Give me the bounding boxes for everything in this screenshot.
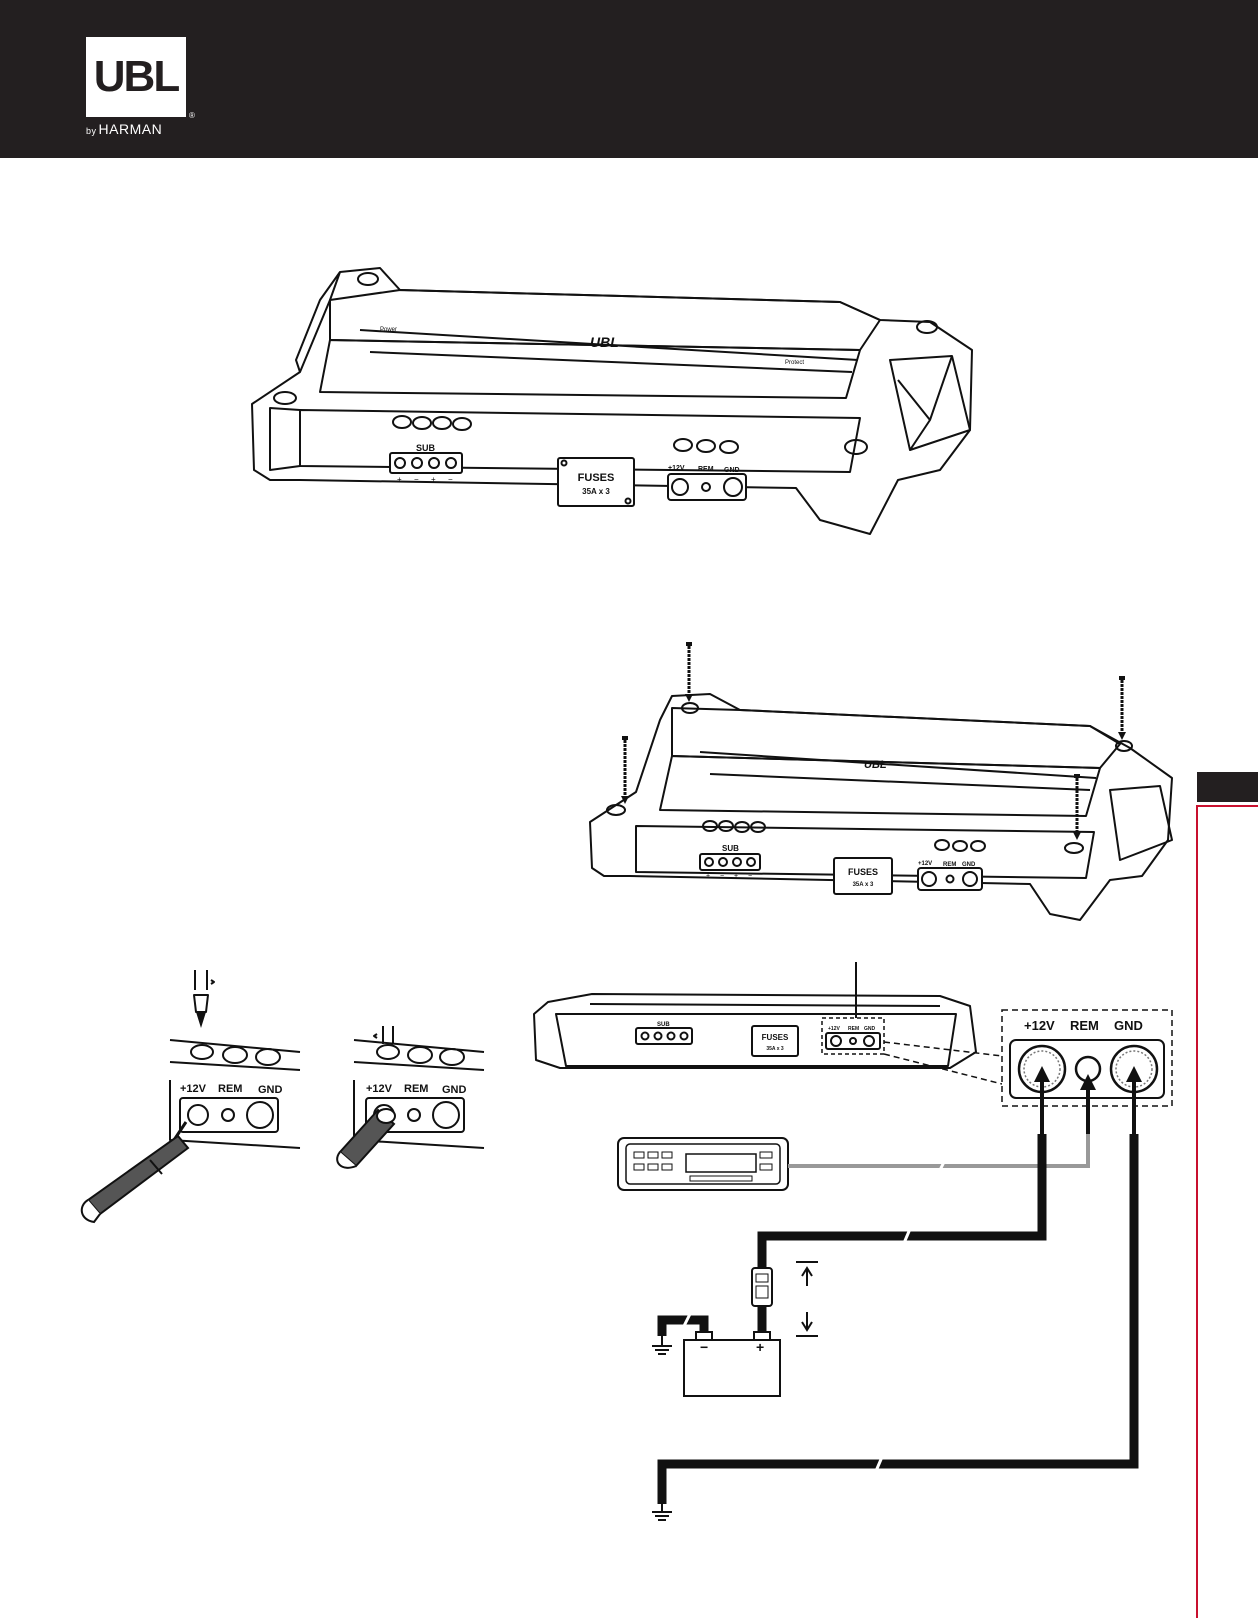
wiring-amp-fuses-rating: 35A x 3	[766, 1046, 784, 1052]
logo-by-text: by	[86, 126, 97, 136]
ground-icon	[652, 1336, 672, 1355]
jbl-logo: UBL	[86, 37, 186, 117]
terminal-detail-tightened-wire: +12V REM GND	[336, 1026, 485, 1169]
logo-wordmark: UBL	[93, 52, 180, 101]
zoom-gnd-label: GND	[1114, 1018, 1143, 1033]
amp-mount-sub-terminal-4: −	[748, 873, 752, 880]
registered-mark: ®	[189, 111, 195, 120]
car-battery: − +	[683, 1331, 781, 1397]
amp-mount-sub-terminal-2: −	[720, 873, 724, 880]
detail-left-gnd-label: GND	[258, 1084, 283, 1096]
screw-icon	[1073, 774, 1081, 840]
amp-top-sub-label: SUB	[416, 443, 436, 453]
screw-icon	[1118, 676, 1126, 740]
amp-mount-rem-label: REM	[943, 862, 956, 868]
amp-mount-sub-label: SUB	[722, 844, 739, 853]
amp-top-rem-label: REM	[698, 466, 714, 473]
amp-mount-sub-terminal-3: +	[734, 873, 738, 880]
screw-icon	[621, 736, 629, 804]
amp-mount-sub-terminal-1: +	[706, 873, 710, 880]
amp-mount-gnd-label: GND	[962, 862, 976, 868]
detail-left-rem-label: REM	[218, 1083, 242, 1095]
wiring-amp-gnd-label: GND	[864, 1026, 876, 1032]
amp-mount-fuses-label: FUSES	[848, 867, 878, 877]
detail-right-12v-label: +12V	[366, 1083, 393, 1095]
amp-top-sub-terminal-4: −	[448, 475, 453, 484]
head-unit-radio	[617, 1137, 789, 1191]
amp-top-sub-terminal-1: +	[397, 475, 402, 484]
amp-top-power-led-label: Power	[380, 327, 397, 333]
detail-right-rem-label: REM	[404, 1083, 428, 1095]
amp-top-sub-terminal-block	[389, 452, 463, 474]
wiring-amp-sub-block	[635, 1027, 693, 1045]
ground-icon	[652, 1504, 672, 1521]
amp-mount-sub-terminal-block	[699, 853, 761, 871]
logo-company-text: HARMAN	[98, 121, 163, 137]
amp-top-fuse-cover	[557, 457, 635, 507]
amplifier-mounting-view: UBL SUB + − + − FUSES 35A x 3 +12V REM G…	[589, 642, 1173, 921]
wiring-amp-rem-label: REM	[848, 1026, 859, 1032]
amp-top-protect-led-label: Protect	[785, 360, 804, 366]
wiring-amp-fuses-label: FUSES	[762, 1033, 789, 1042]
amp-mount-12v-label: +12V	[918, 861, 932, 867]
battery-positive-label: +	[756, 1339, 764, 1355]
harman-tagline: by HARMAN	[86, 121, 190, 137]
wiring-amp-terminal-highlight	[821, 1017, 885, 1055]
amp-top-sub-terminal-2: −	[414, 475, 419, 484]
amp-mount-brand-mark: UBL	[864, 759, 887, 771]
mounting-screws	[621, 642, 1126, 840]
wiring-amp-12v-label: +12V	[828, 1026, 840, 1032]
detail-left-12v-label: +12V	[180, 1083, 207, 1095]
amp-top-gain-knobs	[392, 415, 739, 454]
wiring-amp-fuse-cover	[751, 1025, 799, 1057]
page-header: UBL by HARMAN ®	[0, 0, 1258, 158]
amp-top-sub-terminal-3: +	[431, 475, 436, 484]
battery-negative-label: −	[700, 1339, 708, 1355]
detail-right-gnd-label: GND	[442, 1084, 467, 1096]
amp-mount-fuse-cover	[833, 857, 893, 895]
amp-top-fuses-label: FUSES	[578, 472, 615, 484]
amp-mount-fuses-rating: 35A x 3	[853, 882, 874, 888]
amp-top-fuses-rating: 35A x 3	[582, 487, 610, 496]
red-rule-top	[1196, 805, 1258, 807]
zoom-rem-label: REM	[1070, 1018, 1099, 1033]
power-wiring-diagram: SUB FUSES 35A x 3 +12V REM GND +12V REM …	[533, 962, 1173, 1521]
terminal-detail-insert-wire: +12V REM GND	[80, 970, 301, 1224]
amp-top-gnd-label: GND	[724, 467, 740, 474]
screw-icon	[685, 642, 693, 702]
red-rule-vertical	[1196, 805, 1198, 1618]
amp-top-brand-mark: UBL	[590, 334, 619, 350]
inline-fuse-holder	[751, 1267, 773, 1307]
section-tab-marker	[1197, 772, 1258, 802]
wiring-amp-sub-label: SUB	[657, 1022, 670, 1028]
amp-top-12v-label: +12V	[668, 465, 685, 472]
amplifier-top-view: UBL Power Protect SUB + − + − FUSES 35A …	[251, 267, 973, 535]
zoom-12v-label: +12V	[1024, 1018, 1055, 1033]
